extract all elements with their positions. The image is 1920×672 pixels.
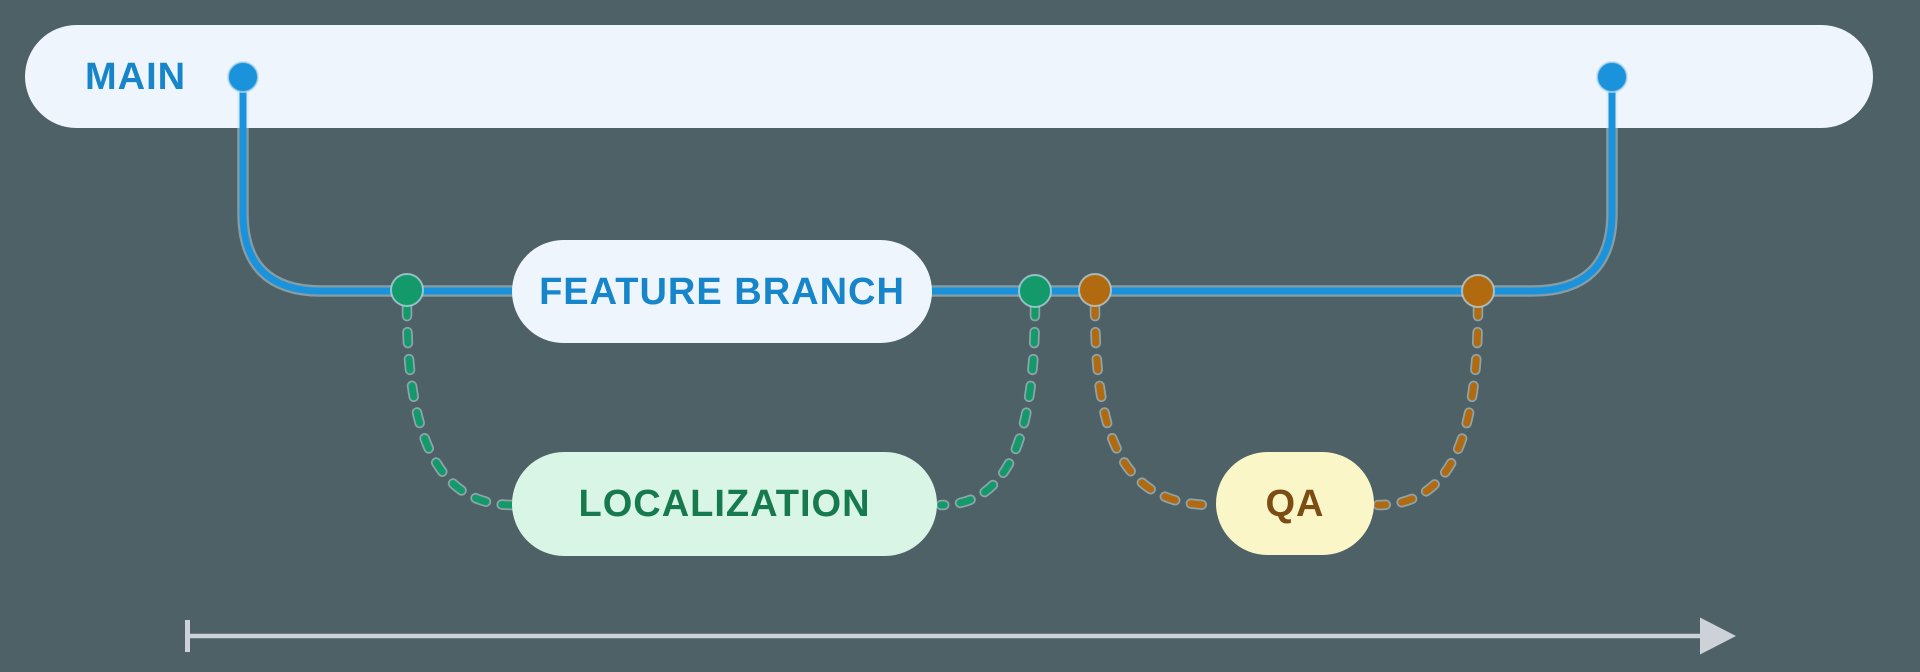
localization-branch-dot (390, 273, 424, 307)
qa-branch-link (1091, 301, 1216, 509)
localization-label: LOCALIZATION (578, 483, 871, 525)
qa-merge-dot (1461, 274, 1495, 308)
branch-from-main-dot (227, 61, 259, 93)
localization-merge-dot (1018, 274, 1052, 308)
qa-pill: QA (1216, 452, 1374, 555)
merge-to-main-dot (1596, 61, 1628, 93)
localization-merge-link-halo (935, 299, 1041, 511)
localization-branch-link (403, 301, 516, 509)
localization-merge-link (937, 301, 1039, 509)
qa-label: QA (1265, 482, 1325, 525)
main-branch-line-halo (237, 77, 1618, 297)
qa-merge-link (1374, 301, 1482, 509)
qa-merge-link-halo (1372, 299, 1484, 511)
timeline-arrowhead-icon (1700, 617, 1736, 655)
qa-branch-dot (1078, 273, 1112, 307)
feature-branch-label: FEATURE BRANCH (539, 270, 905, 313)
localization-pill: LOCALIZATION (512, 452, 937, 556)
timeline-arrow (185, 617, 1736, 655)
qa-branch-link-halo (1089, 299, 1218, 511)
localization-branch-link-halo (401, 299, 518, 511)
feature-branch-pill: FEATURE BRANCH (512, 240, 932, 343)
main-branch-label: MAIN (85, 55, 187, 98)
main-branch-pill: MAIN (25, 25, 1873, 128)
main-branch-line (239, 77, 1616, 295)
